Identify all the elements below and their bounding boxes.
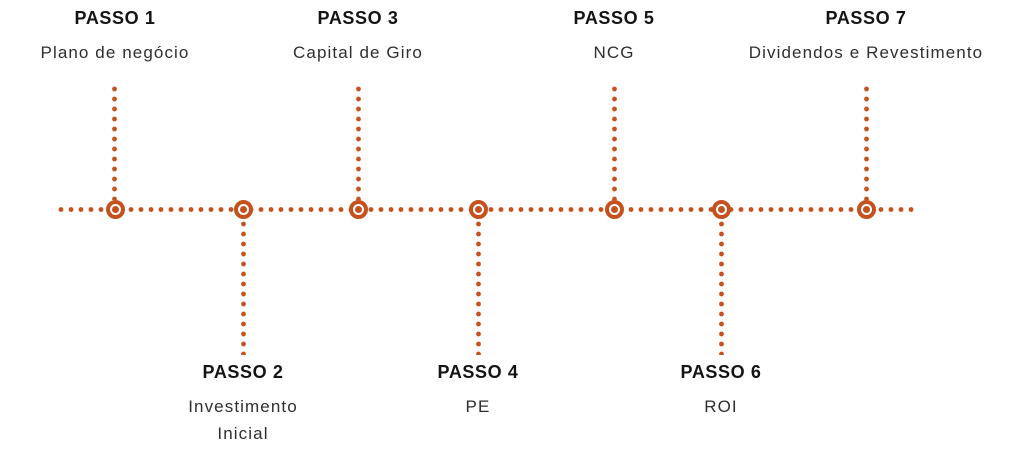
timeline-node-7 (857, 200, 876, 219)
node-center-dot (240, 206, 247, 213)
connector-step-7 (864, 84, 869, 200)
timeline-step-6: PASSO 6 ROI (661, 362, 781, 421)
node-center-dot (112, 206, 119, 213)
timeline-node-1 (106, 200, 125, 219)
node-center-dot (718, 206, 725, 213)
step-label: PASSO 1 (74, 8, 156, 28)
step-label: PASSO 7 (825, 8, 907, 28)
connector-step-5 (612, 84, 617, 200)
connector-step-3 (356, 84, 361, 200)
timeline-node-3 (349, 200, 368, 219)
step-label: PASSO 2 (202, 362, 284, 382)
step-title: Dividendos e Revestimento (748, 43, 984, 62)
timeline-step-3: PASSO 3 Capital de Giro (258, 8, 458, 67)
step-title: ROI (704, 397, 738, 416)
step-title: Investimento Inicial (188, 397, 298, 443)
timeline-step-5: PASSO 5 NCG (554, 8, 674, 67)
step-label: PASSO 5 (573, 8, 655, 28)
connector-step-1 (112, 84, 117, 200)
timeline-step-4: PASSO 4 PE (418, 362, 538, 421)
timeline-step-1: PASSO 1 Plano de negócio (15, 8, 215, 67)
step-title: NCG (593, 43, 635, 62)
node-center-dot (475, 206, 482, 213)
node-center-dot (611, 206, 618, 213)
timeline-node-2 (234, 200, 253, 219)
connector-step-2 (241, 219, 246, 355)
connector-step-6 (719, 219, 724, 355)
step-label: PASSO 4 (437, 362, 519, 382)
step-title: Capital de Giro (293, 43, 423, 62)
node-center-dot (863, 206, 870, 213)
step-label: PASSO 6 (680, 362, 762, 382)
step-title: PE (465, 397, 491, 416)
timeline-step-2: PASSO 2 Investimento Inicial (163, 362, 323, 448)
timeline-node-5 (605, 200, 624, 219)
connector-step-4 (476, 219, 481, 355)
node-center-dot (355, 206, 362, 213)
step-title: Plano de negócio (40, 43, 190, 62)
timeline-node-4 (469, 200, 488, 219)
timeline-node-6 (712, 200, 731, 219)
step-label: PASSO 3 (317, 8, 399, 28)
timeline-step-7: PASSO 7 Dividendos e Revestimento (711, 8, 1021, 67)
